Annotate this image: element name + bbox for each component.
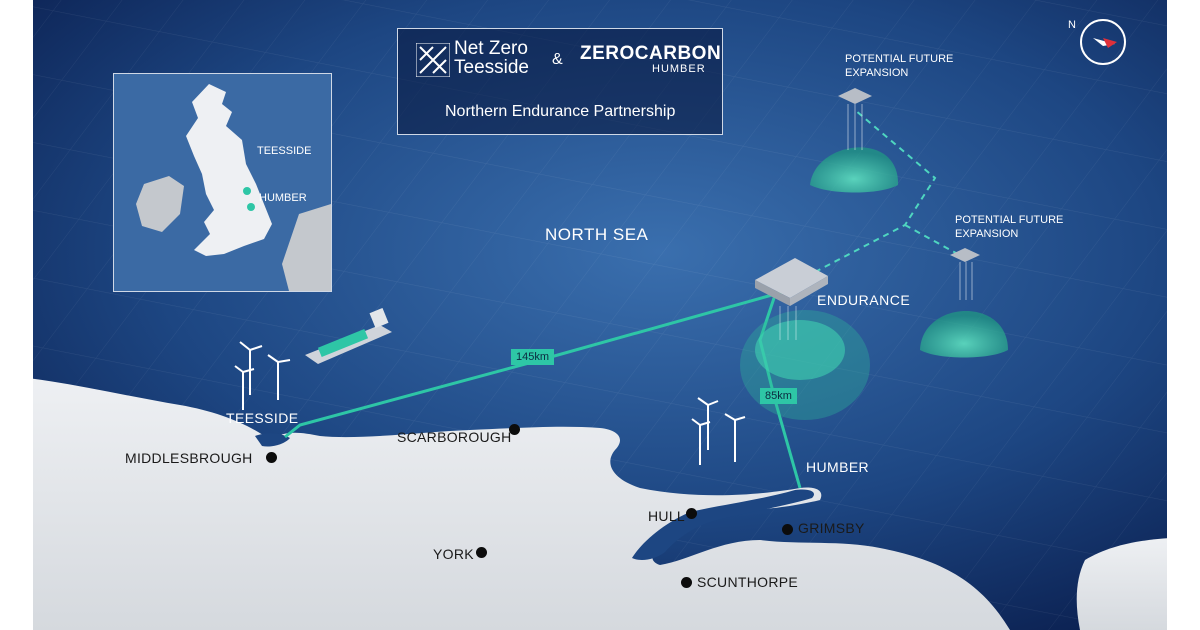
teesside-marker (243, 187, 251, 195)
compass-icon: N (1068, 19, 1126, 65)
distance-badge-teesside: 145km (511, 349, 555, 365)
pipeline-expansion-dashed-2 (904, 224, 966, 259)
teesside-map-label: TEESSIDE (226, 410, 299, 426)
pipeline-teesside (284, 288, 791, 439)
uk-inset-map: TEESSIDE HUMBER (113, 73, 332, 292)
logo-left-line1: Net Zero (454, 38, 528, 59)
uk-land (186, 84, 272, 256)
net-zero-teesside-logo-icon (416, 43, 450, 77)
partnership-title: Northern Endurance Partnership (445, 103, 676, 120)
platform-icon (950, 248, 980, 300)
city-dot-hull (686, 508, 697, 519)
expansion-label-1: POTENTIAL FUTURE EXPANSION (845, 52, 953, 80)
city-scarborough: SCARBOROUGH (397, 429, 512, 445)
partnership-header: Net Zero Teesside & ZEROCARBON HUMBER No… (397, 28, 723, 135)
storage-dome-icon (920, 310, 1008, 358)
city-dot-grimsby (782, 524, 793, 535)
tees-estuary (255, 433, 290, 447)
humber-marker (247, 203, 255, 211)
expansion-1-line1: POTENTIAL FUTURE (845, 53, 954, 65)
left-border (0, 0, 33, 630)
inset-humber-label: HUMBER (259, 192, 307, 204)
city-scunthorpe: SCUNTHORPE (697, 574, 799, 590)
expansion-1-line2: EXPANSION (845, 67, 909, 79)
city-dot-scarborough (509, 424, 520, 435)
logo-right-line2: HUMBER (652, 63, 706, 75)
city-dot-scunthorpe (681, 577, 692, 588)
logo-right-line1: ZEROCARBON (580, 43, 722, 64)
logo-left-line2: Teesside (454, 57, 529, 78)
endurance-platform-icon (755, 258, 828, 340)
city-middlesbrough: MIDDLESBROUGH (125, 450, 253, 466)
north-sea-label: NORTH SEA (545, 225, 649, 244)
svg-text:N: N (1068, 19, 1076, 31)
ship-icon (305, 307, 392, 364)
pipeline-expansion-dashed (814, 109, 937, 273)
europe-land (282, 204, 331, 291)
endurance-label: ENDURANCE (817, 292, 911, 308)
ireland-land (136, 176, 184, 232)
storage-dome-icon (810, 147, 899, 193)
inset-teesside-label: TEESSIDE (257, 145, 312, 157)
expansion-2-line2: EXPANSION (955, 228, 1019, 240)
city-grimsby: GRIMSBY (798, 520, 865, 536)
distance-badge-humber: 85km (760, 388, 797, 404)
right-border (1167, 0, 1200, 630)
city-dot-middlesbrough (266, 452, 277, 463)
expansion-2-line1: POTENTIAL FUTURE (955, 214, 1064, 226)
expansion-label-2: POTENTIAL FUTURE EXPANSION (955, 213, 1063, 241)
humber-map-label: HUMBER (806, 459, 870, 475)
ampersand: & (552, 51, 563, 68)
wind-turbine-icon (691, 397, 746, 465)
city-dot-york (476, 547, 487, 558)
uk-inset-canvas (114, 74, 331, 291)
land-mass (0, 375, 1010, 630)
endurance-store-inner (755, 320, 845, 380)
wind-turbine-icon (234, 341, 291, 410)
city-york: YORK (433, 546, 474, 562)
platform-icon (838, 88, 872, 150)
city-hull: HULL (648, 508, 685, 524)
humber-estuary (632, 489, 815, 560)
